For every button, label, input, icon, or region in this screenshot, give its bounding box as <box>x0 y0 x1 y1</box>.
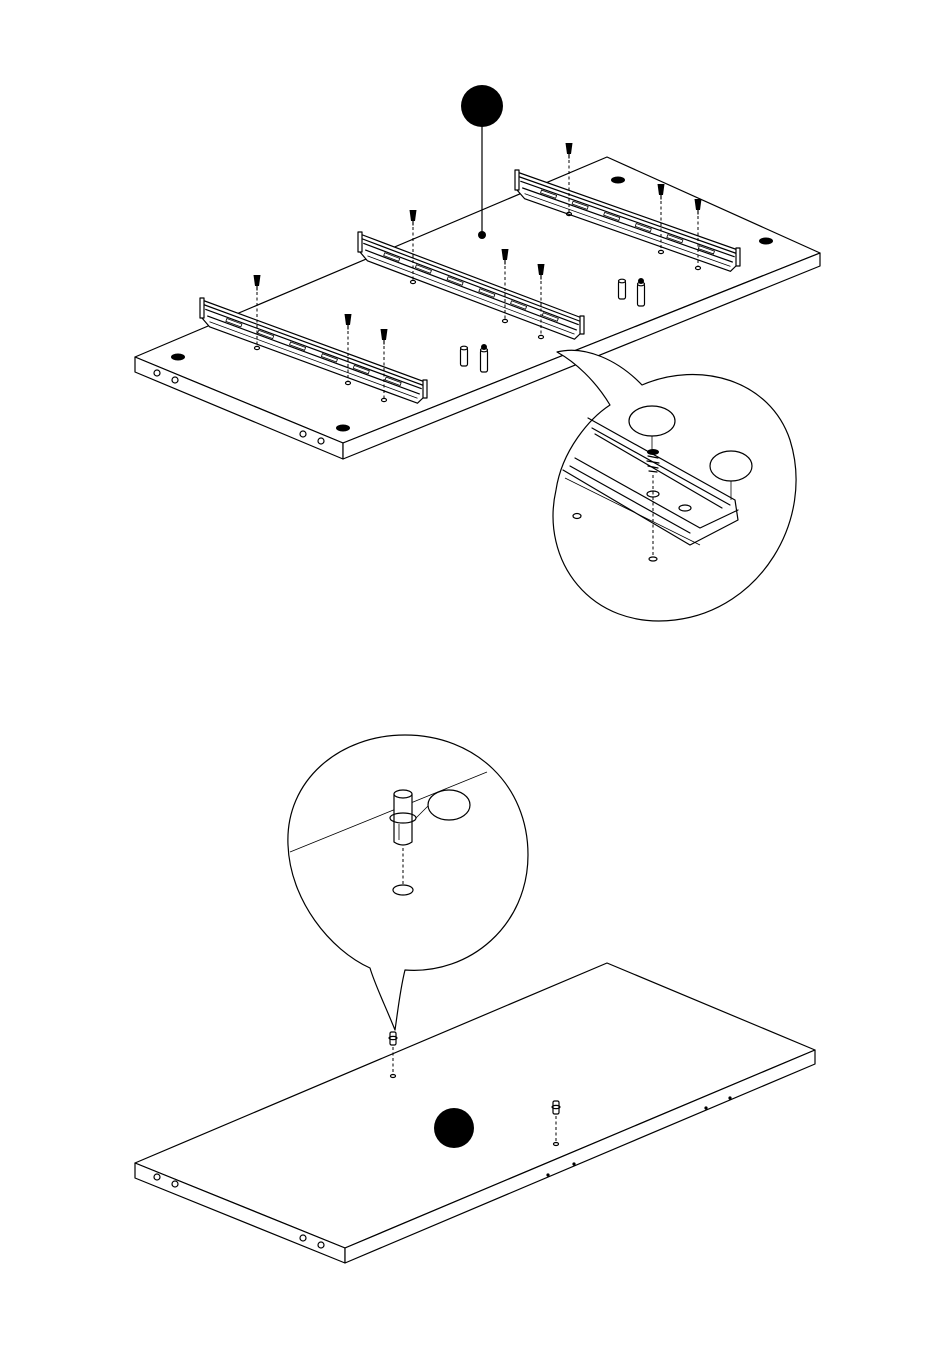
side-hole <box>546 1173 549 1176</box>
dowel-top <box>619 279 626 283</box>
dowel-top <box>461 346 468 350</box>
cam-hole <box>336 425 350 432</box>
dowel-body <box>553 1101 559 1114</box>
side-hole <box>704 1106 707 1109</box>
step-top-leader-dot <box>478 231 486 239</box>
step-bottom-circle <box>434 1108 474 1148</box>
side-hole <box>728 1096 731 1099</box>
rail-end-cap <box>515 170 519 190</box>
cam-hole <box>171 354 185 361</box>
detail-bubble-2 <box>288 735 528 1030</box>
callout-dowel <box>428 790 470 820</box>
detail-dowel-body <box>394 794 412 845</box>
rail-end-cap <box>200 298 204 318</box>
dowel <box>481 344 488 372</box>
dowel-cap <box>638 278 644 284</box>
rail-end-cap <box>423 380 427 398</box>
dowel-body <box>638 284 645 306</box>
bottom-panel <box>135 963 815 1263</box>
dowel <box>461 346 468 366</box>
screw-body <box>410 210 417 221</box>
detail-screw-head <box>647 449 659 455</box>
dowel-body <box>390 1032 396 1045</box>
detail-dowel-top <box>394 790 412 798</box>
rail-end-cap <box>736 248 740 266</box>
dowel <box>619 279 626 299</box>
dowel-cap <box>481 344 487 350</box>
dowel-pin-detail <box>288 735 528 1030</box>
dowel-body <box>461 348 468 366</box>
screw-body <box>254 275 261 286</box>
cam-hole <box>611 177 625 184</box>
callout-screw <box>629 406 675 436</box>
rail-end-cap <box>358 232 362 252</box>
rail-screw-detail <box>553 350 796 621</box>
step-top-circle <box>461 85 503 127</box>
dowel-body <box>619 281 626 299</box>
rail-end-cap <box>580 316 584 334</box>
dowel <box>638 278 645 306</box>
screw-body <box>566 143 573 154</box>
dowel-body <box>481 350 488 372</box>
callout-rail <box>710 451 752 481</box>
cam-hole <box>759 238 773 245</box>
side-hole <box>572 1162 575 1165</box>
